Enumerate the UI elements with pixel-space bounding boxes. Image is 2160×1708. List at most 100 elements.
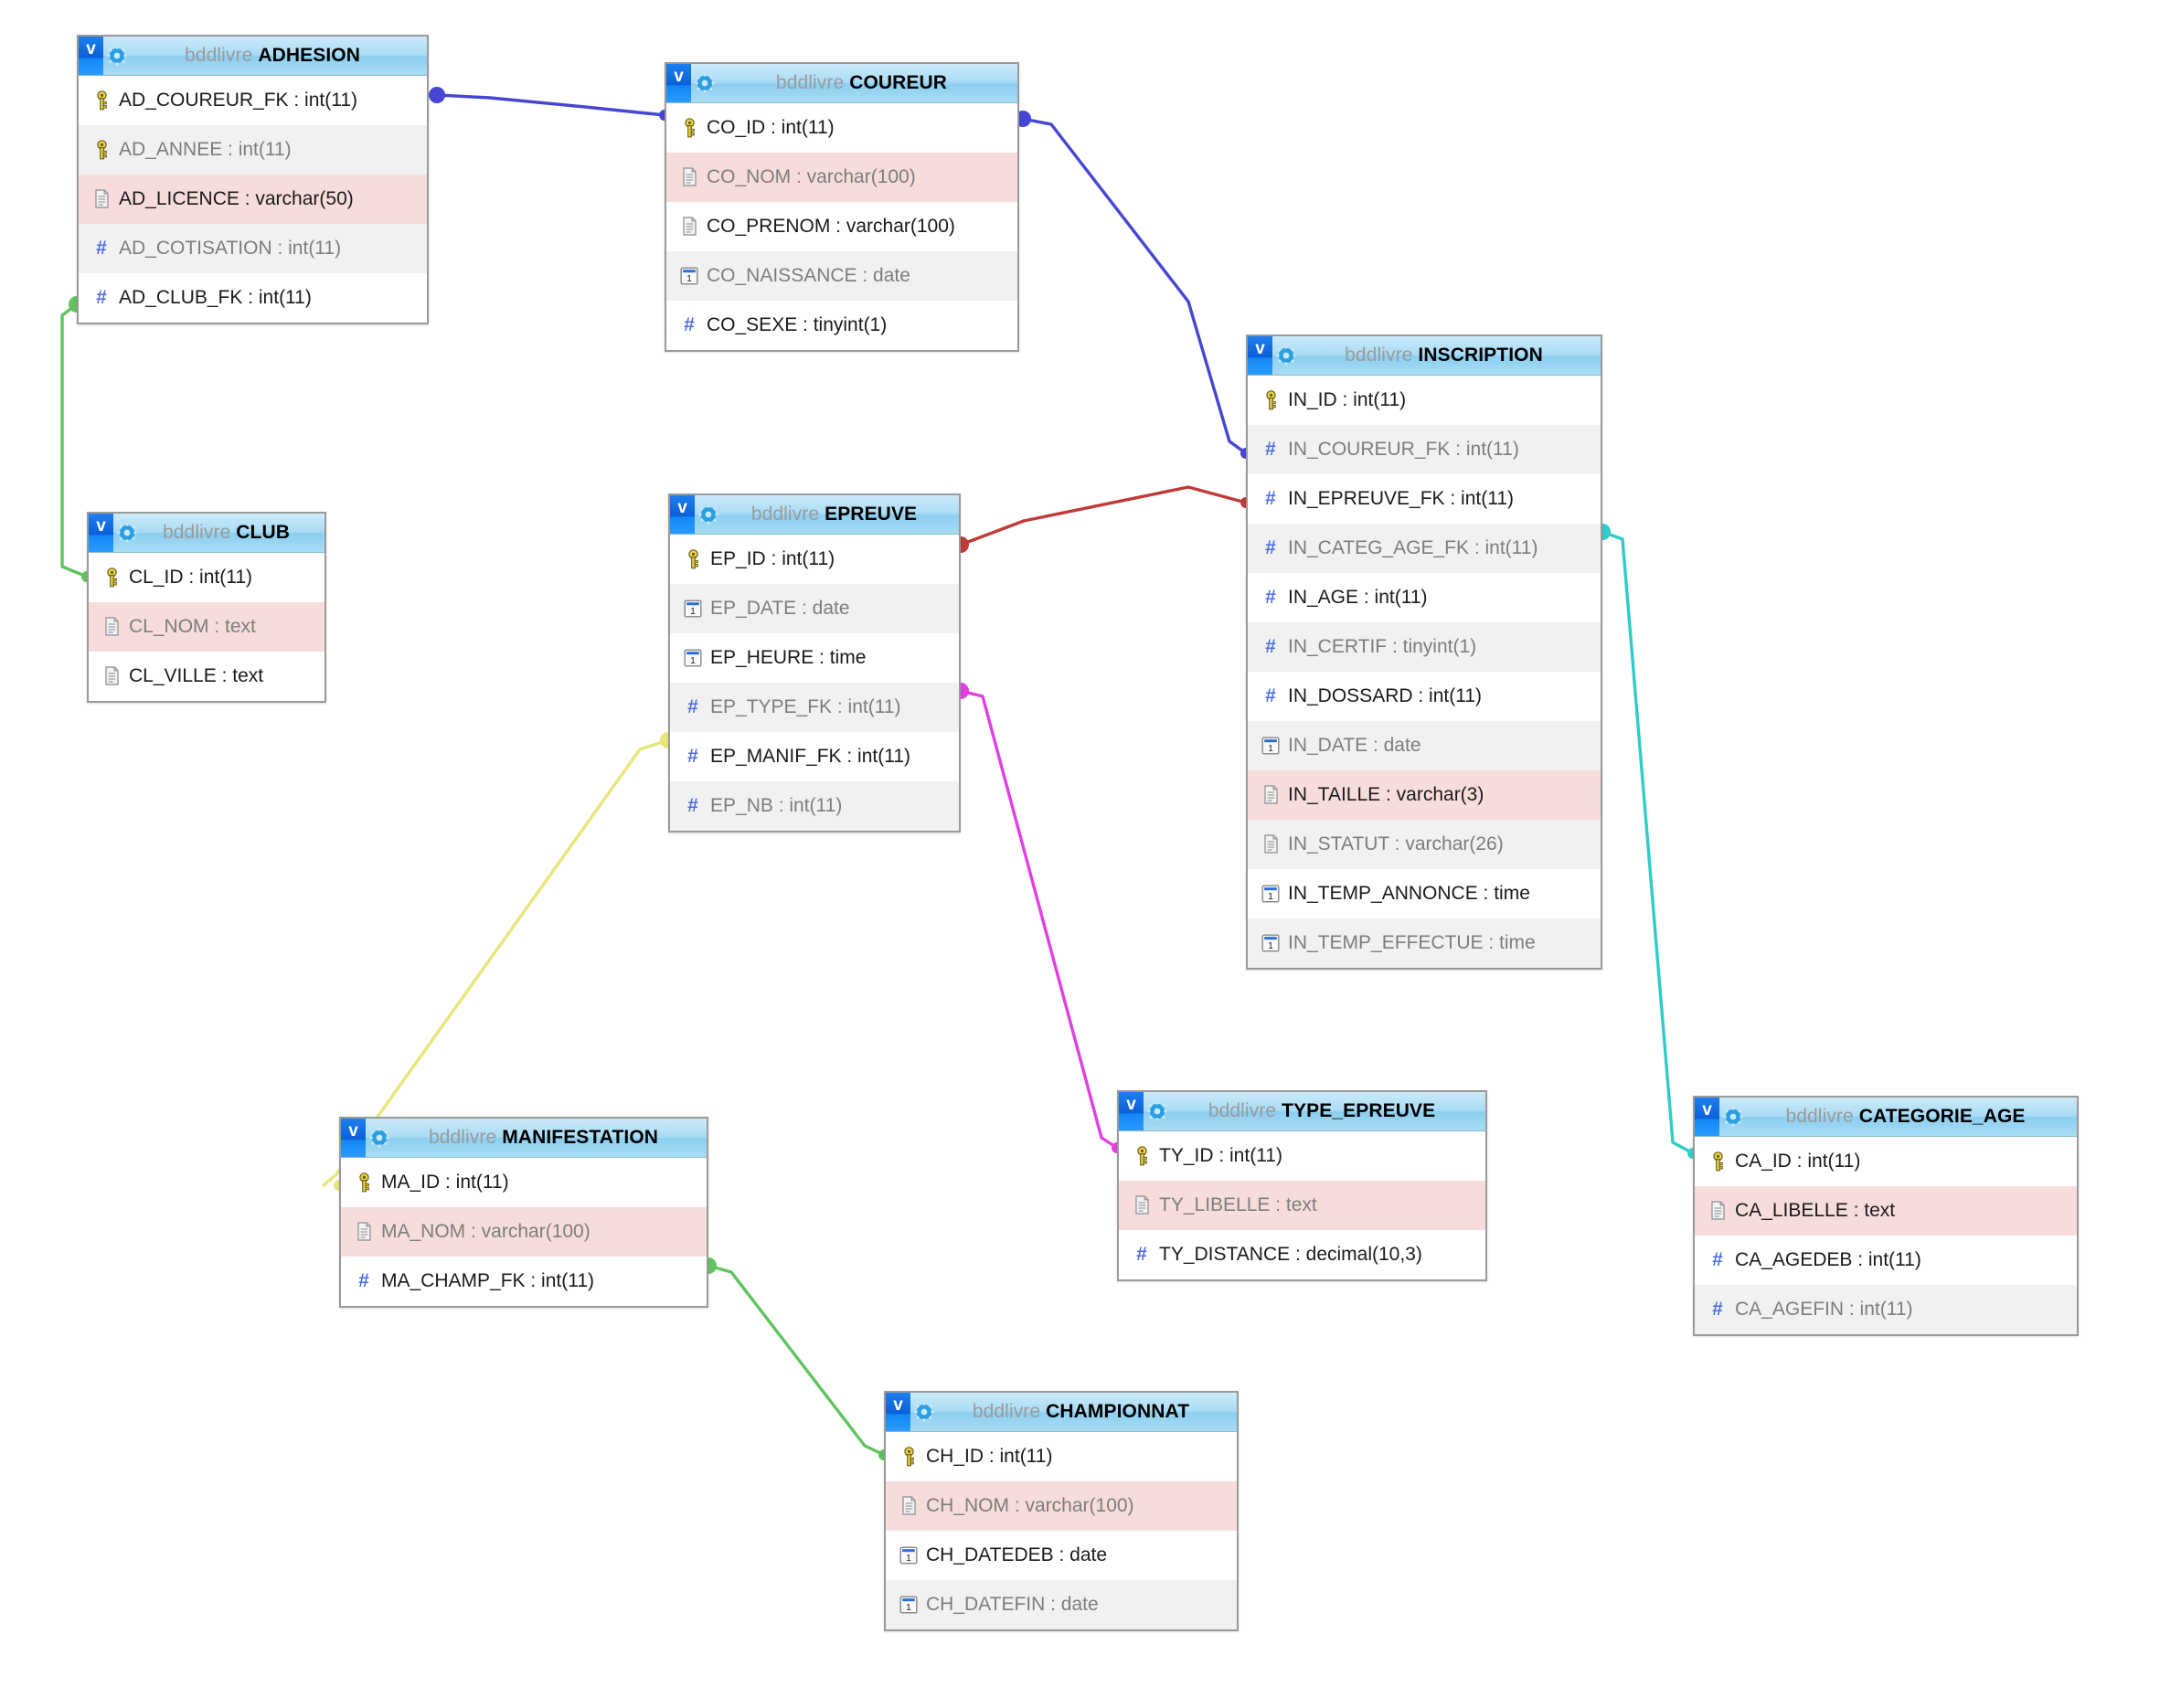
v-badge-letter: v [86, 39, 96, 58]
gear-icon[interactable] [366, 1128, 393, 1148]
relationship-manifestation-championnat[interactable] [700, 1257, 889, 1460]
column-row[interactable]: MA_ID : int(11) [341, 1158, 707, 1207]
column-row[interactable]: #EP_NB : int(11) [670, 781, 959, 831]
column-row[interactable]: CA_ID : int(11) [1695, 1137, 2077, 1186]
column-row[interactable]: CH_ID : int(11) [886, 1432, 1237, 1481]
gear-icon[interactable] [103, 46, 131, 66]
gear-icon[interactable] [1272, 345, 1300, 366]
v-badge-icon[interactable]: v [670, 495, 695, 534]
column-row[interactable]: #CO_SEXE : tinyint(1) [666, 301, 1017, 350]
v-badge-icon[interactable]: v [886, 1393, 910, 1431]
column-row[interactable]: #CA_AGEFIN : int(11) [1695, 1285, 2077, 1334]
schema-name: bddlivre [162, 522, 231, 543]
column-label: IN_COUREUR_FK : int(11) [1288, 438, 1519, 460]
column-row[interactable]: IN_ID : int(11) [1248, 376, 1601, 425]
column-row[interactable]: IN_TAILLE : varchar(3) [1248, 770, 1601, 820]
column-row[interactable]: #TY_DISTANCE : decimal(10,3) [1119, 1230, 1485, 1279]
column-row[interactable]: EP_ID : int(11) [670, 535, 959, 584]
relationship-epreuve-inscription[interactable] [952, 485, 1251, 553]
column-row[interactable]: MA_NOM : varchar(100) [341, 1207, 707, 1257]
v-badge-icon[interactable]: v [79, 37, 103, 75]
column-row[interactable]: #EP_TYPE_FK : int(11) [670, 683, 959, 732]
column-row[interactable]: CL_VILLE : text [89, 652, 325, 701]
column-row[interactable]: CL_NOM : text [89, 602, 325, 652]
column-row[interactable]: #IN_DOSSARD : int(11) [1248, 672, 1601, 721]
column-row[interactable]: CA_LIBELLE : text [1695, 1186, 2077, 1236]
column-row[interactable]: #IN_CERTIF : tinyint(1) [1248, 622, 1601, 672]
column-row[interactable]: TY_ID : int(11) [1119, 1131, 1485, 1181]
gear-icon[interactable] [691, 73, 718, 93]
column-row[interactable]: #IN_AGE : int(11) [1248, 573, 1601, 622]
column-row[interactable]: AD_COUREUR_FK : int(11) [79, 76, 427, 125]
column-row[interactable]: #IN_CATEG_AGE_FK : int(11) [1248, 524, 1601, 573]
v-badge-icon[interactable]: v [341, 1119, 366, 1157]
calendar-icon: 1 [1257, 734, 1284, 758]
relationship-epreuve-type[interactable] [952, 683, 1123, 1153]
column-row[interactable]: #EP_MANIF_FK : int(11) [670, 732, 959, 781]
column-row[interactable]: AD_ANNEE : int(11) [79, 125, 427, 175]
column-row[interactable]: #AD_COTISATION : int(11) [79, 224, 427, 273]
column-row[interactable]: #MA_CHAMP_FK : int(11) [341, 1257, 707, 1306]
column-label: MA_CHAMP_FK : int(11) [381, 1269, 594, 1291]
gear-icon[interactable] [910, 1402, 938, 1422]
v-badge-icon[interactable]: v [89, 514, 113, 552]
relationship-inscription-categorie[interactable] [1594, 524, 1698, 1159]
column-row[interactable]: #AD_CLUB_FK : int(11) [79, 273, 427, 323]
document-icon [1704, 1199, 1731, 1223]
column-row[interactable]: CL_ID : int(11) [89, 553, 325, 602]
column-label: IN_ID : int(11) [1288, 388, 1407, 410]
relationship-adhesion-coureur[interactable] [429, 87, 670, 121]
schema-name: bddlivre [1785, 1106, 1854, 1127]
column-row[interactable]: CH_NOM : varchar(100) [886, 1481, 1237, 1531]
column-row[interactable]: IN_STATUT : varchar(26) [1248, 820, 1601, 869]
column-row[interactable]: #IN_EPREUVE_FK : int(11) [1248, 474, 1601, 524]
svg-text:1: 1 [1268, 941, 1273, 951]
v-badge-icon[interactable]: v [666, 64, 691, 102]
column-label: CO_NOM : varchar(100) [707, 165, 916, 187]
svg-text:1: 1 [906, 1554, 911, 1564]
gear-icon[interactable] [1719, 1107, 1747, 1127]
relationship-coureur-inscription[interactable] [1015, 111, 1251, 459]
v-badge-icon[interactable]: v [1119, 1092, 1144, 1130]
gear-icon[interactable] [1144, 1101, 1171, 1121]
column-row[interactable]: #CA_AGEDEB : int(11) [1695, 1236, 2077, 1285]
gear-icon[interactable] [113, 523, 141, 543]
relationship-line [959, 689, 1119, 1150]
column-row[interactable]: CO_PRENOM : varchar(100) [666, 202, 1017, 251]
column-row[interactable]: CO_ID : int(11) [666, 103, 1017, 153]
column-row[interactable]: #IN_COUREUR_FK : int(11) [1248, 425, 1601, 474]
gear-icon[interactable] [695, 504, 722, 525]
column-row[interactable]: AD_LICENCE : varchar(50) [79, 175, 427, 224]
column-label: CL_ID : int(11) [129, 566, 252, 588]
v-badge-icon[interactable]: v [1695, 1098, 1719, 1136]
column-row[interactable]: TY_LIBELLE : text [1119, 1181, 1485, 1230]
v-badge-icon[interactable]: v [1248, 336, 1272, 375]
column-row[interactable]: CO_NOM : varchar(100) [666, 153, 1017, 202]
